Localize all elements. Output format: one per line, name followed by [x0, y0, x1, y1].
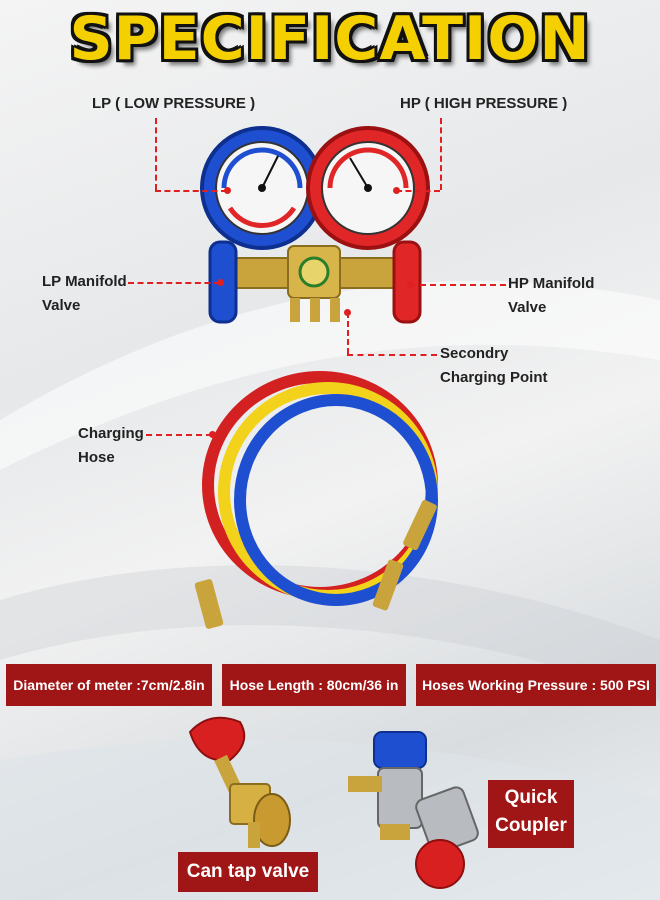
page-title: SPECIFICATION [69, 4, 591, 74]
hp-label: HP ( HIGH PRESSURE ) [400, 95, 568, 112]
manifold-gauge-illustration [200, 126, 430, 324]
spec-hose-length: Hose Length : 80cm/36 in [222, 664, 406, 706]
can-tap-valve-illustration [188, 716, 291, 848]
quick-coupler-tag: Quick Coupler [488, 780, 574, 848]
charging-hose-illustration [194, 371, 438, 629]
spec-working-pressure: Hoses Working Pressure : 500 PSI [416, 664, 656, 706]
quick-coupler-illustration [348, 731, 479, 889]
lp-label: LP ( LOW PRESSURE ) [92, 95, 256, 112]
lp-gauge-icon [200, 126, 324, 250]
spec-meter-diameter: Diameter of meter :7cm/2.8in [6, 664, 212, 706]
can-tap-valve-tag: Can tap valve [178, 852, 318, 892]
hp-gauge-icon [306, 126, 430, 250]
